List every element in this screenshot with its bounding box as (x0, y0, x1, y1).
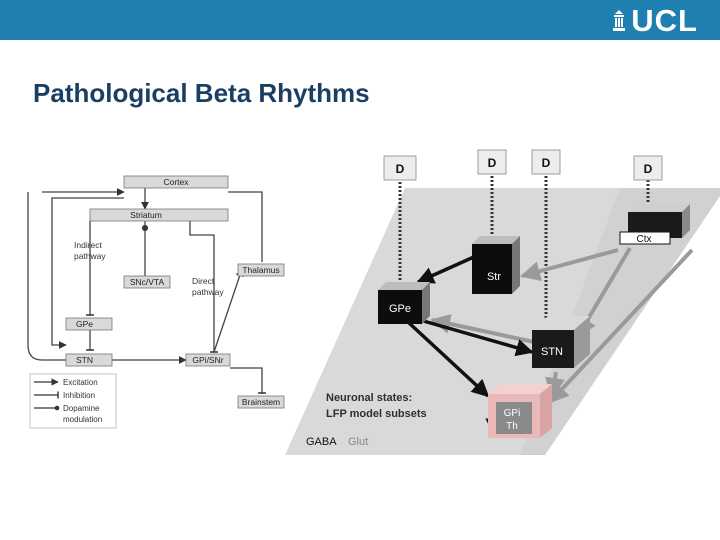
gpe-stn-arrow (419, 318, 534, 357)
gaba-label: GABA (306, 436, 337, 448)
gpe-box: GPe (65, 317, 113, 331)
brainstem-label: Brainstem (242, 397, 280, 407)
indirect-pathway-label-2: pathway (74, 251, 106, 261)
basal-ganglia-circuit: Cortex Striatum SNc/VTA Thalamus GPe STN… (27, 175, 285, 429)
stn-node-label: STN (541, 346, 563, 358)
gpi-th-node: GPi Th (488, 384, 552, 438)
str-gpe-arrow (416, 254, 477, 284)
hyperdirect-line (51, 197, 124, 349)
loop-line (228, 191, 263, 262)
th-label: Th (506, 421, 518, 432)
gpe-gpi-arrow (406, 320, 490, 398)
direct-line (189, 221, 218, 353)
dopamine-dot (141, 224, 149, 232)
dopamine-connectors (398, 172, 650, 332)
legend-inhibition: Inhibition (63, 391, 95, 400)
d-label: D (542, 156, 551, 170)
legend-dopamine: Dopamine (63, 404, 100, 413)
d-label: D (488, 156, 497, 170)
stn-gpi-arrow (545, 371, 565, 398)
glut-label: Glut (348, 436, 368, 448)
gpi-brainstem-line (230, 367, 266, 394)
d-box: D (383, 155, 417, 181)
portico-icon (613, 10, 626, 31)
d-label: D (396, 162, 405, 176)
ctx-node: Ctx (619, 204, 690, 245)
snc-vta-label: SNc/VTA (130, 277, 165, 287)
neuronal-states-label: Neuronal states: (326, 392, 412, 404)
d-label: D (644, 162, 653, 176)
stn-node: STN (532, 316, 590, 368)
d-box: D (531, 149, 561, 175)
striatum-box: Striatum (89, 208, 229, 222)
str-label: Str (487, 271, 501, 283)
direct-pathway-label: Direct (192, 276, 215, 286)
header-bar: UCL (0, 0, 720, 40)
circuit-connections (27, 188, 266, 394)
ctx-str-arrow (520, 248, 619, 281)
snc-vta-box: SNc/VTA (123, 275, 171, 289)
legend-dopamine-2: modulation (63, 415, 102, 424)
lfp-subsets-label: LFP model subsets (326, 408, 427, 420)
d-box: D (477, 149, 507, 175)
striatum-label: Striatum (130, 210, 162, 220)
cortex-label: Cortex (163, 177, 189, 187)
gpi-label: GPi (504, 408, 521, 419)
ctx-th-arrow (548, 248, 694, 404)
ctx-label: Ctx (637, 234, 652, 245)
ground-plane-right (520, 188, 720, 455)
thalamus-label: Thalamus (242, 265, 279, 275)
model-diagram: D D D D (285, 149, 720, 455)
stn-label: STN (76, 355, 93, 365)
indirect-pathway-label: Indirect (74, 240, 103, 250)
gpe-node: GPe (378, 282, 430, 324)
cortex-box: Cortex (123, 175, 229, 189)
gpe-node-label: GPe (389, 303, 411, 315)
gpe-label: GPe (76, 319, 93, 329)
inhibitory-arrows (406, 254, 534, 436)
logo-text: UCL (631, 3, 698, 38)
loop-line (27, 192, 66, 361)
d-box: D (633, 155, 663, 181)
ucl-logo: UCL (611, 3, 698, 38)
gpi-thalamus-line (213, 273, 244, 353)
str-node: Str (472, 236, 520, 294)
gpi-snr-box: GPi/SNr (185, 353, 231, 367)
stn-box: STN (65, 353, 113, 367)
legend-excitation: Excitation (63, 378, 98, 387)
gpi-snr-label: GPi/SNr (192, 355, 223, 365)
direct-pathway-label-2: pathway (192, 287, 224, 297)
slide-title: Pathological Beta Rhythms (33, 78, 370, 108)
brainstem-box: Brainstem (237, 395, 285, 409)
dopamine-dot-icon (54, 405, 60, 411)
thalamus-box: Thalamus (237, 263, 285, 277)
circuit-legend: Excitation Inhibition Dopamine modulatio… (29, 373, 117, 429)
stn-gpe-arrow (430, 314, 535, 344)
